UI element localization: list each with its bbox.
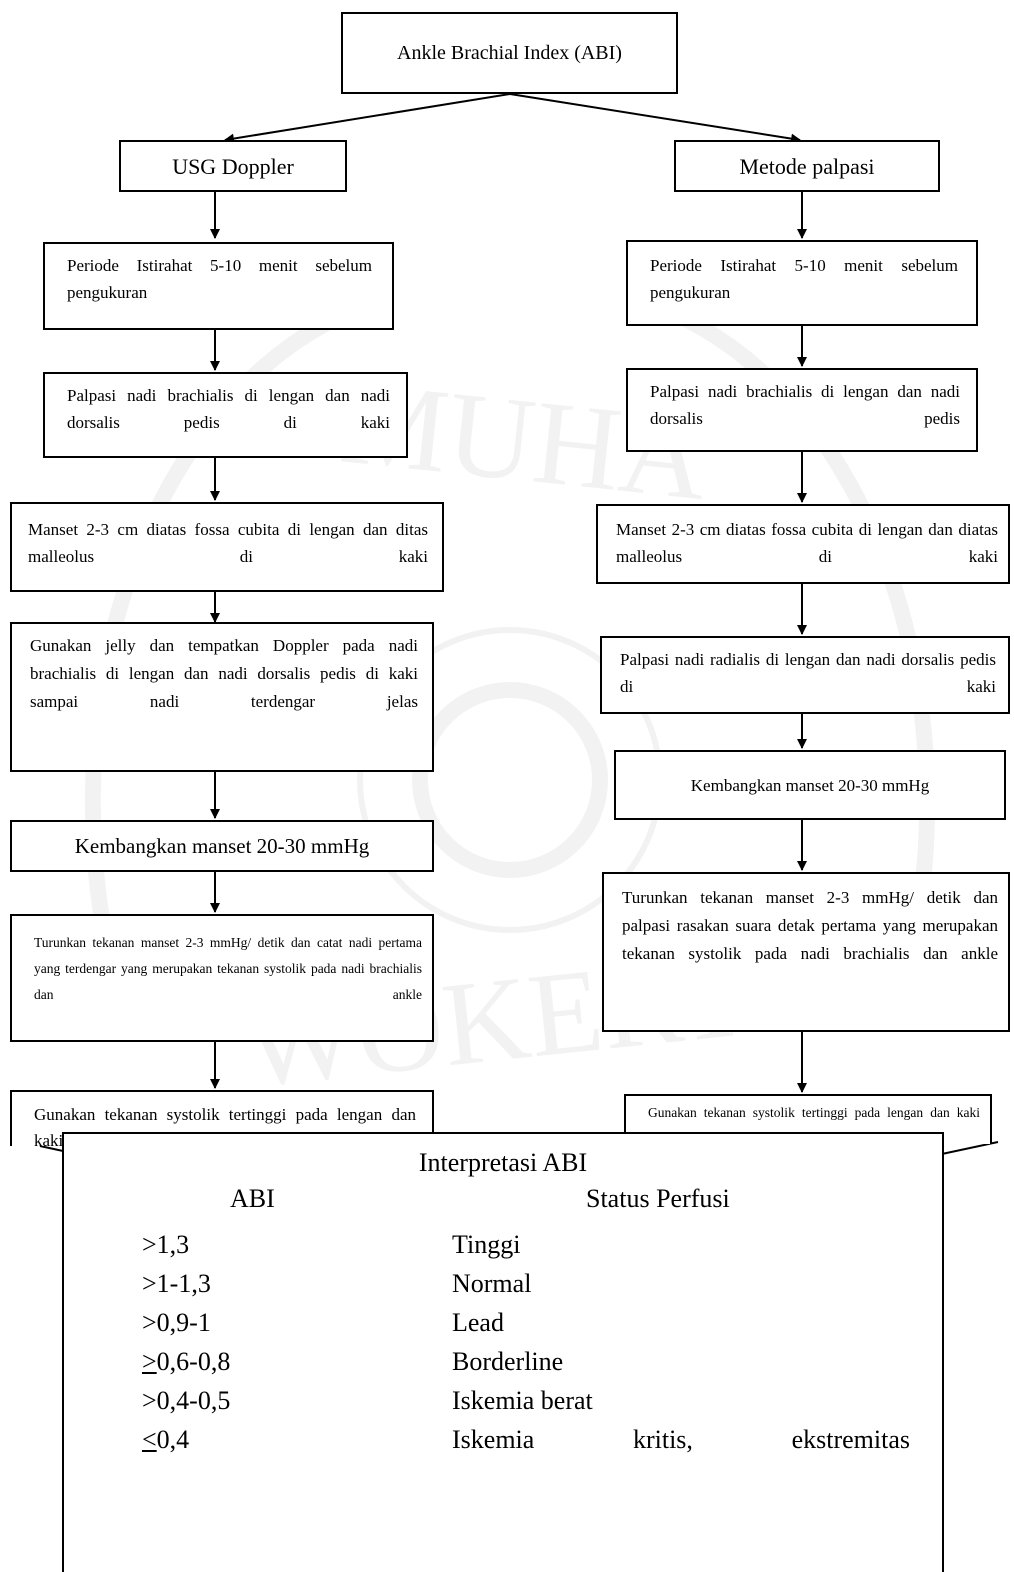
abi-value: >1,3: [142, 1230, 190, 1259]
table-row: >0,4-0,5 Iskemia berat: [64, 1386, 942, 1424]
status-value: Normal: [452, 1269, 532, 1298]
abi-value: >0,9-1: [142, 1308, 211, 1337]
table-row: >0,9-1 Lead: [64, 1308, 942, 1346]
right-step-4: Palpasi nadi radialis di lengan dan nadi…: [600, 636, 1010, 714]
status-value: Tinggi: [452, 1230, 521, 1259]
right-step-1: Periode Istirahat 5-10 menit sebelum pen…: [626, 240, 978, 326]
left-step-3: Manset 2-3 cm diatas fossa cubita di len…: [10, 502, 444, 592]
arrow-title-to-palpasi: [509, 93, 801, 144]
status-value: Iskemia kritis, ekstremitas: [452, 1425, 910, 1454]
status-value: Iskemia berat: [452, 1386, 593, 1415]
table-row: >0,6-0,8 Borderline: [64, 1347, 942, 1385]
right-step-6: Turunkan tekanan manset 2-3 mmHg/ detik …: [602, 872, 1010, 1032]
diagram-title: Ankle Brachial Index (ABI): [397, 41, 622, 64]
left-step-1: Periode Istirahat 5-10 menit sebelum pen…: [43, 242, 394, 330]
left-step-5: Kembangkan manset 20-30 mmHg: [10, 820, 434, 872]
right-step-2: Palpasi nadi brachialis di lengan dan na…: [626, 368, 978, 452]
abi-value: >1-1,3: [142, 1269, 211, 1298]
table-row: >1,3 Tinggi: [64, 1230, 942, 1268]
left-heading-box: USG Doppler: [119, 140, 347, 192]
abi-value: >0,6-0,8: [142, 1347, 231, 1376]
right-step-3: Manset 2-3 cm diatas fossa cubita di len…: [596, 504, 1010, 584]
left-step-6: Turunkan tekanan manset 2-3 mmHg/ detik …: [10, 914, 434, 1042]
status-value: Lead: [452, 1308, 504, 1337]
abi-value: >0,4-0,5: [142, 1386, 231, 1415]
interpretation-title: Interpretasi ABI: [418, 1148, 588, 1177]
column-header-abi: ABI: [230, 1184, 275, 1213]
right-heading-box: Metode palpasi: [674, 140, 940, 192]
interpretation-box: Interpretasi ABI ABI Status Perfusi >1,3…: [62, 1132, 944, 1572]
left-heading: USG Doppler: [172, 153, 294, 179]
left-step-4: Gunakan jelly dan tempatkan Doppler pada…: [10, 622, 434, 772]
right-step-5: Kembangkan manset 20-30 mmHg: [614, 750, 1006, 820]
status-value: Borderline: [452, 1347, 564, 1376]
title-box: Ankle Brachial Index (ABI): [341, 12, 678, 94]
table-row: <0,4 Iskemia kritis, ekstremitas: [64, 1425, 942, 1463]
arrow-title-to-doppler: [224, 93, 511, 144]
table-row: >1-1,3 Normal: [64, 1269, 942, 1307]
right-heading: Metode palpasi: [739, 153, 875, 179]
column-header-status: Status Perfusi: [586, 1184, 730, 1213]
left-step-2: Palpasi nadi brachialis di lengan dan na…: [43, 372, 408, 458]
abi-value: <0,4: [142, 1425, 190, 1454]
